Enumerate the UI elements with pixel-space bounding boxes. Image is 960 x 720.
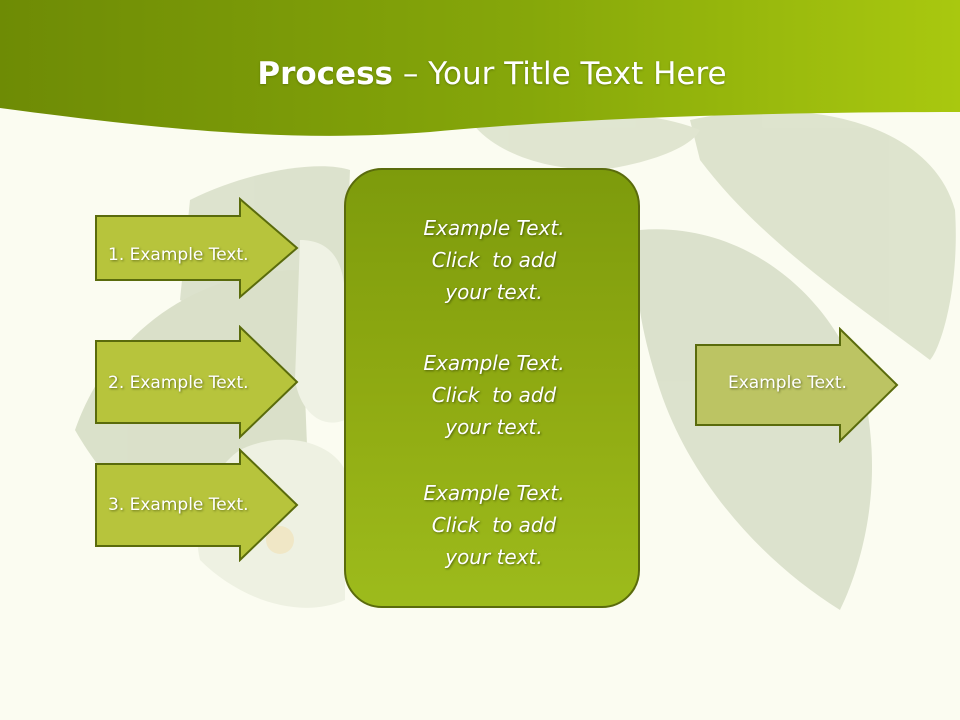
center-line: Example Text. (423, 351, 565, 375)
center-line: Click to add (431, 383, 557, 407)
input-label-2: 2. Example Text. (108, 373, 249, 393)
header-band (0, 0, 960, 136)
center-text-block-1: Example Text. Click to add your text. (346, 212, 642, 308)
center-line: your text. (445, 280, 543, 304)
center-line: your text. (445, 415, 543, 439)
center-text-block-3: Example Text. Click to add your text. (346, 477, 642, 573)
arrow-shape (95, 197, 299, 299)
output-arrow[interactable]: Example Text. (694, 327, 900, 443)
arrow-shape (95, 325, 299, 439)
center-line: your text. (445, 545, 543, 569)
title-bold: Process (257, 56, 393, 92)
input-label-1: 1. Example Text. (108, 245, 249, 265)
input-arrow-2[interactable]: 2. Example Text. (94, 325, 300, 439)
center-text-block-2: Example Text. Click to add your text. (346, 347, 642, 443)
center-line: Example Text. (423, 216, 565, 240)
arrow-shape (695, 327, 899, 443)
output-label: Example Text. (728, 373, 847, 393)
center-line: Click to add (431, 248, 557, 272)
input-arrow-3[interactable]: 3. Example Text. (94, 448, 300, 562)
center-line: Click to add (431, 513, 557, 537)
center-line: Example Text. (423, 481, 565, 505)
input-arrow-1[interactable]: 1. Example Text. (94, 197, 300, 299)
center-process-box[interactable]: Example Text. Click to add your text. Ex… (344, 168, 640, 608)
input-label-3: 3. Example Text. (108, 495, 249, 515)
arrow-shape (95, 448, 299, 562)
title-rest: Your Title Text Here (428, 56, 727, 92)
page-title: Process – Your Title Text Here (0, 52, 960, 96)
title-separator: – (393, 56, 429, 92)
